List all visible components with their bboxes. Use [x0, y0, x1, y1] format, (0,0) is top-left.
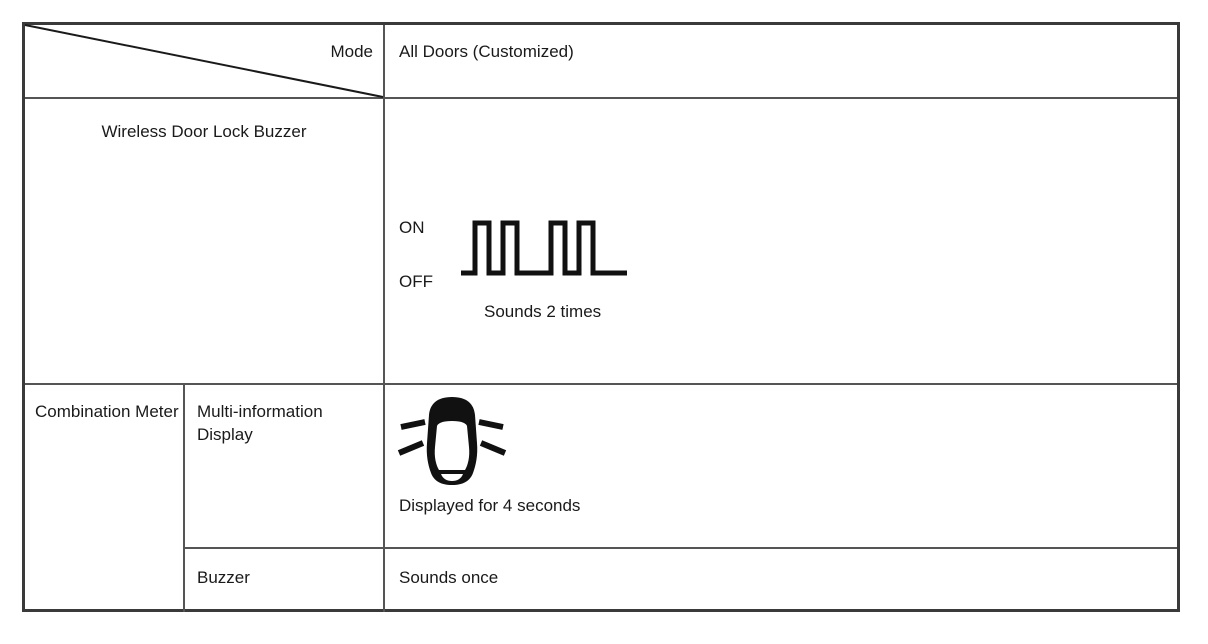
- column-divider-sublabel: [183, 383, 185, 612]
- settings-mode-table: Mode All Doors (Customized) Wireless Doo…: [22, 22, 1180, 612]
- row-label-combination-meter: Combination Meter: [35, 402, 179, 421]
- display-icon-block: Displayed for 4 seconds: [397, 391, 797, 541]
- row-divider-buzzer-meter: [25, 383, 1177, 385]
- row-value-multi-information-display: Displayed for 4 seconds: [385, 385, 1177, 547]
- mode-column-header-label: Mode: [330, 42, 373, 61]
- display-icon-caption: Displayed for 4 seconds: [399, 496, 581, 515]
- row-sublabel-meter-buzzer: Buzzer: [197, 568, 250, 587]
- waveform-caption: Sounds 2 times: [484, 302, 602, 321]
- row-value-meter-buzzer: Sounds once: [399, 568, 499, 587]
- buzzer-waveform-diagram: ON OFF Sounds 2 times: [399, 209, 819, 339]
- car-hazard-flash-icon: [397, 397, 507, 485]
- waveform-on-label: ON: [399, 218, 425, 237]
- row-value-wireless-door-lock-buzzer: ON OFF Sounds 2 times: [385, 99, 1177, 383]
- table-corner-header: Mode: [24, 24, 384, 98]
- row-divider-header: [25, 97, 1177, 99]
- column-divider-value: [383, 25, 385, 612]
- waveform-pulse-trace: [461, 220, 627, 276]
- diagonal-separator-line: [24, 24, 384, 98]
- row-sublabel-multi-information-display: Multi-information Display: [197, 402, 323, 444]
- mode-value-header: All Doors (Customized): [399, 42, 574, 61]
- row-label-wireless-door-lock-buzzer: Wireless Door Lock Buzzer: [101, 122, 307, 141]
- waveform-off-label: OFF: [399, 272, 433, 291]
- row-divider-display-buzzer: [183, 547, 1177, 549]
